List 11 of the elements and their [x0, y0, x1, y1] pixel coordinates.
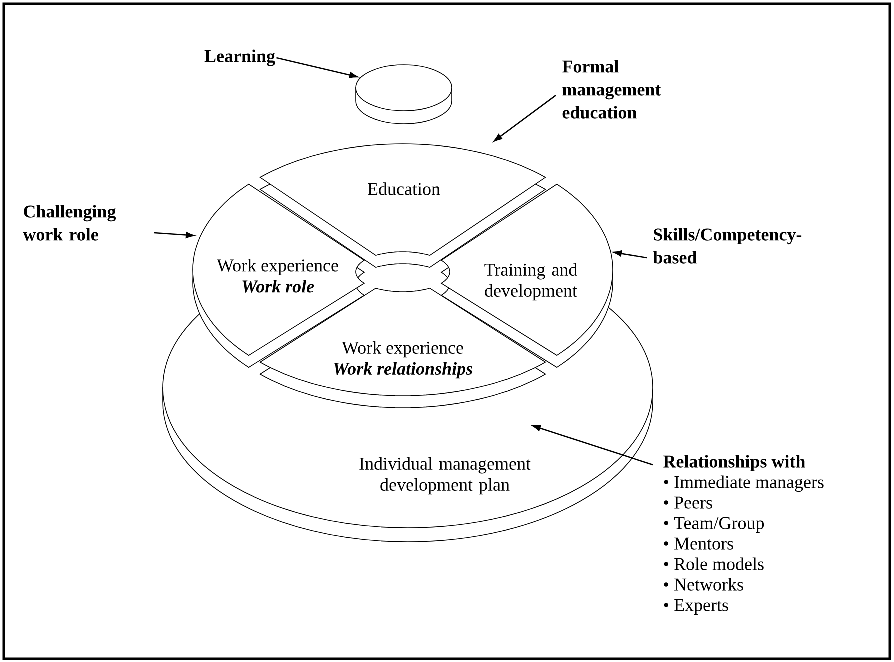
arrow	[532, 425, 654, 466]
arrow	[494, 95, 556, 142]
arrow	[613, 250, 648, 259]
arrow	[276, 57, 358, 78]
arrow	[154, 232, 195, 238]
callout-label: Formal management education	[562, 60, 662, 119]
callout-label: Challenging work role	[23, 205, 116, 241]
callout-label: Learning	[204, 50, 276, 66]
disc	[356, 64, 452, 124]
callout-label: Skills/Competency-based	[653, 228, 802, 264]
callout-list: Relationships with • Immediate managers • Peers • Team/Group • Mentors • Role models • Networks • Experts	[664, 455, 824, 616]
